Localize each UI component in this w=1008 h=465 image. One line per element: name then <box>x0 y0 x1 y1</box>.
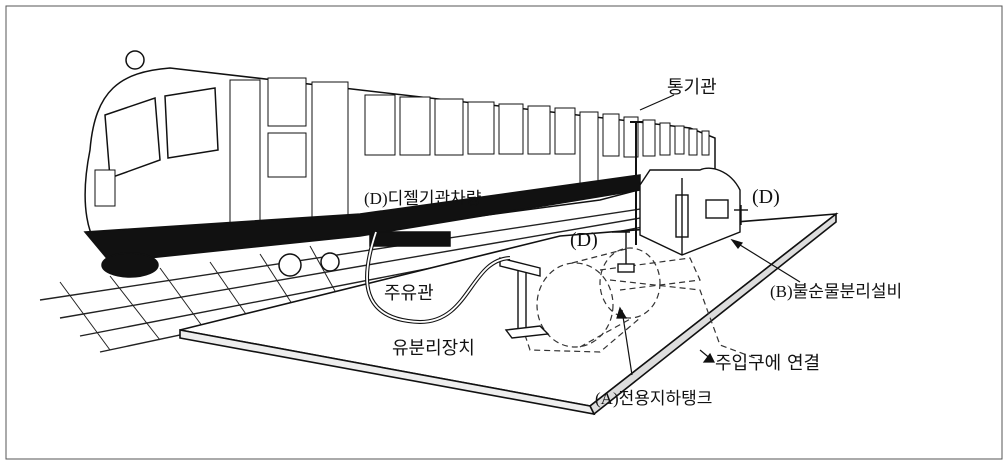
oil-separator-equipment-label: (B)불순물분리설비 <box>770 282 903 301</box>
vent-pipe-label: 통기관 <box>667 77 717 98</box>
diesel-railcar-label: (D)디젤기관차량 <box>364 189 482 208</box>
figure-border <box>5 5 1003 460</box>
oil-separator-device <box>499 257 550 339</box>
fill-port-connection-label: 주입구에 연결 <box>715 353 821 374</box>
separator-house <box>639 167 741 256</box>
oil-separator-device-label: 유분리장치 <box>392 338 475 359</box>
dispenser-right <box>734 205 748 225</box>
platform-slab <box>179 212 839 416</box>
diesel-railcar <box>83 50 716 278</box>
dispenser-d-right-label: (D) <box>752 186 780 208</box>
vent-pipe <box>630 121 643 245</box>
dispenser-d-left-label: (D) <box>570 229 598 251</box>
leader-lines <box>616 94 801 376</box>
dedicated-underground-tank-label: (A)전용지하탱크 <box>595 389 713 408</box>
dispenser-left <box>612 231 635 273</box>
underground-tank <box>524 247 761 361</box>
fuel-hose-label: 주유관 <box>384 283 434 304</box>
